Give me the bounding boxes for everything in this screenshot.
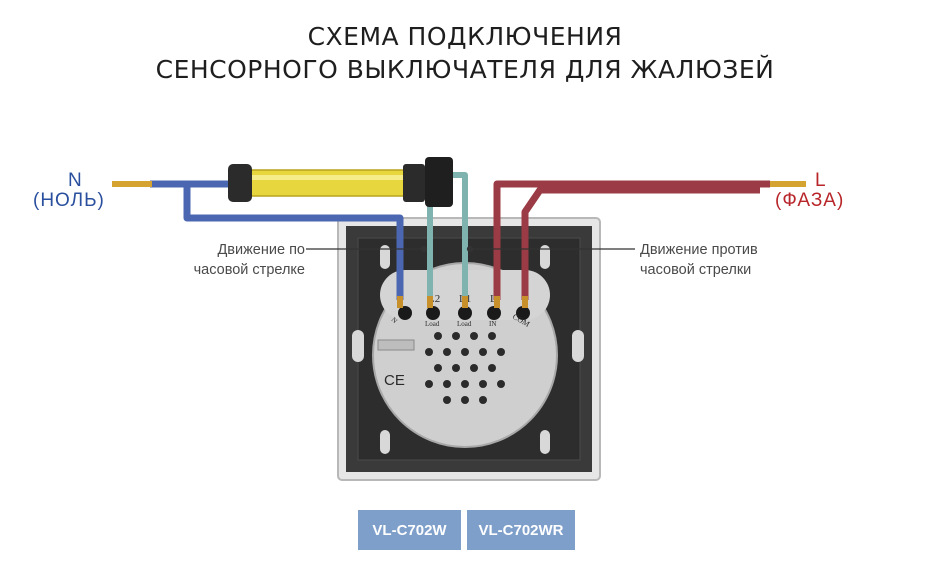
ce-mark: CE [384,372,405,389]
phase-wire [493,180,770,300]
counterclockwise-line-2: часовой стрелки [640,262,752,278]
annotation-pointers [306,245,635,253]
neutral-label: (НОЛЬ) [33,190,105,211]
counterclockwise-line-1: Движение против [640,242,758,258]
terminal-load1-label: Load [457,320,472,328]
spec-sticker [377,339,415,351]
neutral-wire-tip [112,181,152,187]
model-badge-wr[interactable]: VL-C702WR [467,510,575,550]
title-line-1: СХЕМА ПОДКЛЮЧЕНИЯ [307,22,623,51]
terminal-in-label: IN [489,320,496,328]
title-line-2: СЕНСОРНОГО ВЫКЛЮЧАТЕЛЯ ДЛЯ ЖАЛЮЗЕЙ [155,55,775,84]
grille-holes [425,332,505,404]
phase-label: (ФАЗА) [775,190,845,211]
terminal-screws [398,306,530,320]
clockwise-line-2: часовой стрелке [193,262,305,278]
clockwise-annotation: Движение по часовой стрелке [150,240,305,280]
phase-wire-tip [770,181,806,187]
counterclockwise-annotation: Движение против часовой стрелки [640,240,810,280]
terminal-load2-label: Load [425,320,440,328]
clockwise-line-1: Движение по [217,242,305,258]
tubular-motor [228,157,453,207]
wire-ends [397,296,528,308]
model-badge-w[interactable]: VL-C702W [358,510,461,550]
phase-letter: L [815,170,826,191]
neutral-letter: N [68,170,82,191]
terminal-n-label: N [390,316,399,325]
